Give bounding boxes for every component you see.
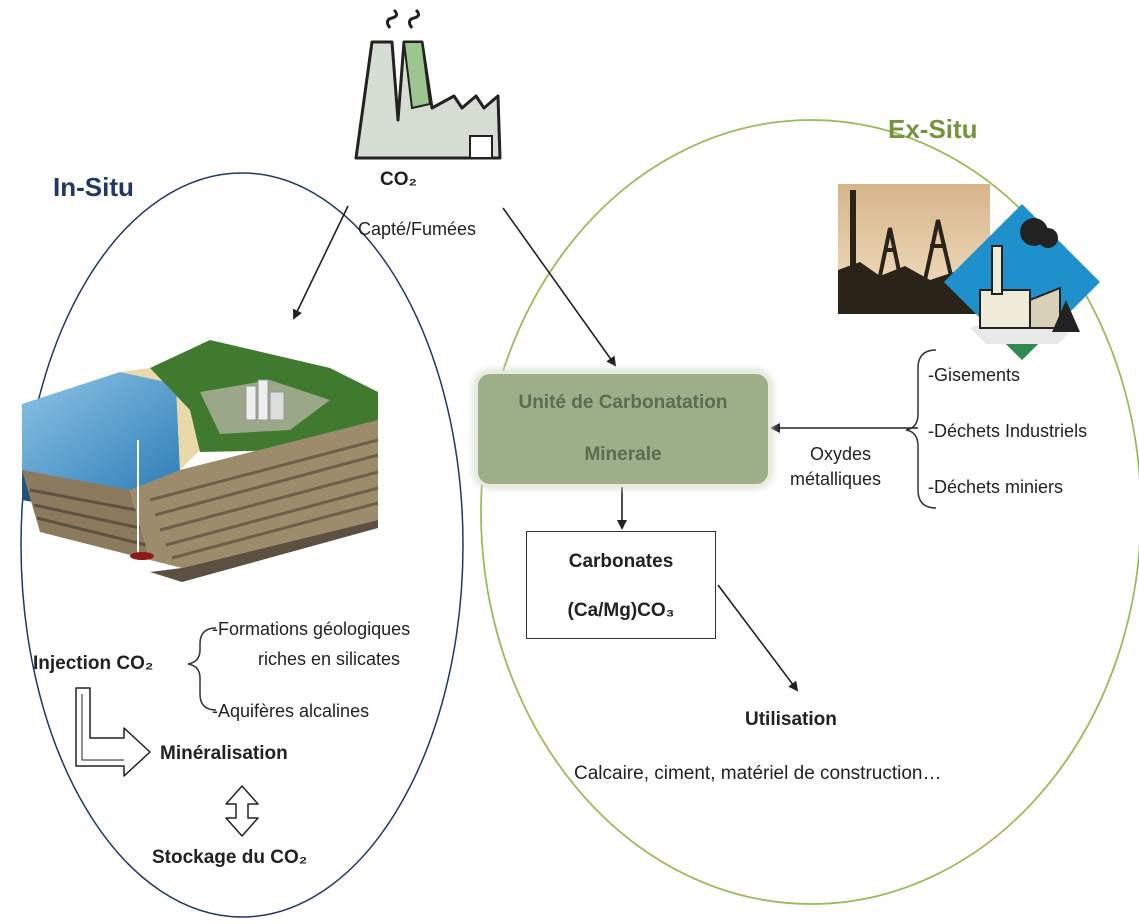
ex-situ-title: Ex-Situ: [888, 114, 978, 144]
aquiferes-label: -Aquifères alcalines: [212, 701, 370, 721]
formations-label-line1: -Formations géologiques: [212, 619, 411, 639]
oxides-label-line1: Oxydes: [810, 444, 872, 464]
industrial-plant-icon: [944, 204, 1100, 360]
oxides-label-line2: métalliques: [790, 469, 882, 489]
co2-source-label: CO₂: [380, 169, 417, 190]
injection-label: Injection CO₂: [33, 653, 154, 674]
carbonation-unit-box: Unité de Carbonatation Minerale: [478, 374, 768, 484]
formations-brace: [187, 627, 217, 711]
arrow-to-utilisation: [717, 584, 799, 692]
arrow-to-unit: [502, 207, 617, 367]
carbonates-formula: (Ca/Mg)CO₃: [567, 600, 675, 621]
arrow-to-in-situ: [292, 205, 349, 320]
unit-title-line2: Minerale: [584, 444, 662, 465]
sources-brace: [905, 349, 937, 509]
in-situ-title: In-Situ: [53, 172, 134, 202]
utilisation-examples: Calcaire, ciment, matériel de constructi…: [574, 763, 942, 784]
carbonates-title: Carbonates: [568, 551, 674, 572]
formations-label-line2: riches en silicates: [258, 649, 401, 669]
factory-icon: [354, 8, 502, 160]
ex-situ-ellipse: [480, 119, 1139, 905]
geological-block-icon: [22, 340, 379, 582]
in-situ-ellipse: [20, 172, 464, 918]
double-arrow: [225, 785, 259, 837]
unit-title-line1: Unité de Carbonatation: [518, 392, 728, 413]
source-item-industrial-waste: -Déchets Industriels: [928, 421, 1088, 441]
injection-arrow: [75, 687, 151, 777]
carbonates-box: Carbonates (Ca/Mg)CO₃: [526, 531, 716, 639]
stockage-label: Stockage du CO₂: [152, 847, 308, 868]
mineralisation-label: Minéralisation: [160, 743, 288, 764]
capture-label: Capté/Fumées: [358, 219, 477, 239]
source-item-mining-waste: -Déchets miniers: [928, 477, 1064, 497]
source-item-gisements: -Gisements: [928, 365, 1021, 385]
utilisation-title: Utilisation: [745, 709, 837, 730]
